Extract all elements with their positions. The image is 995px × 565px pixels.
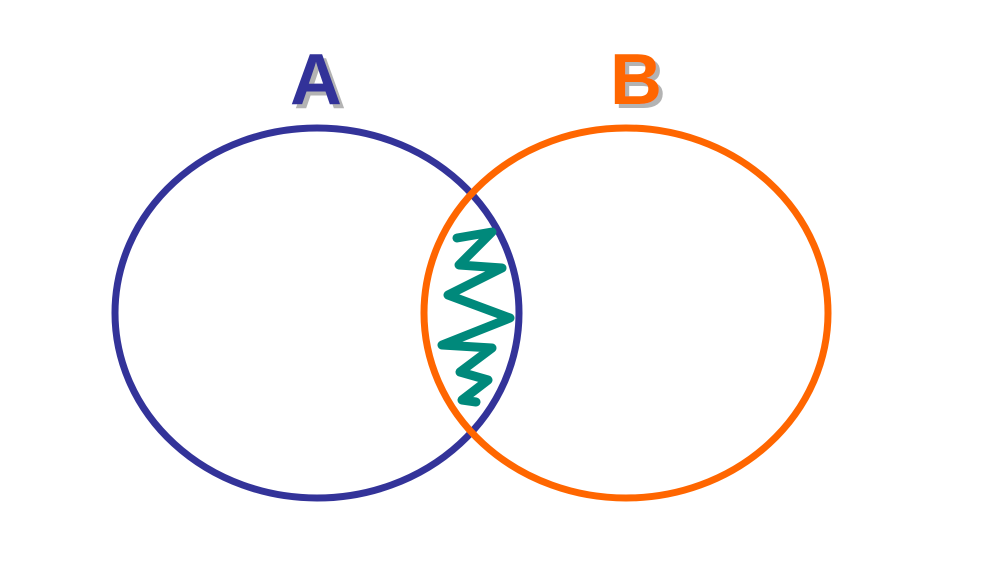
set-b-label: B [610, 40, 662, 120]
set-a-label: A [290, 40, 342, 120]
intersection-zigzag [437, 227, 515, 407]
set-a-circle [111, 124, 523, 502]
set-b-circle [420, 124, 832, 502]
